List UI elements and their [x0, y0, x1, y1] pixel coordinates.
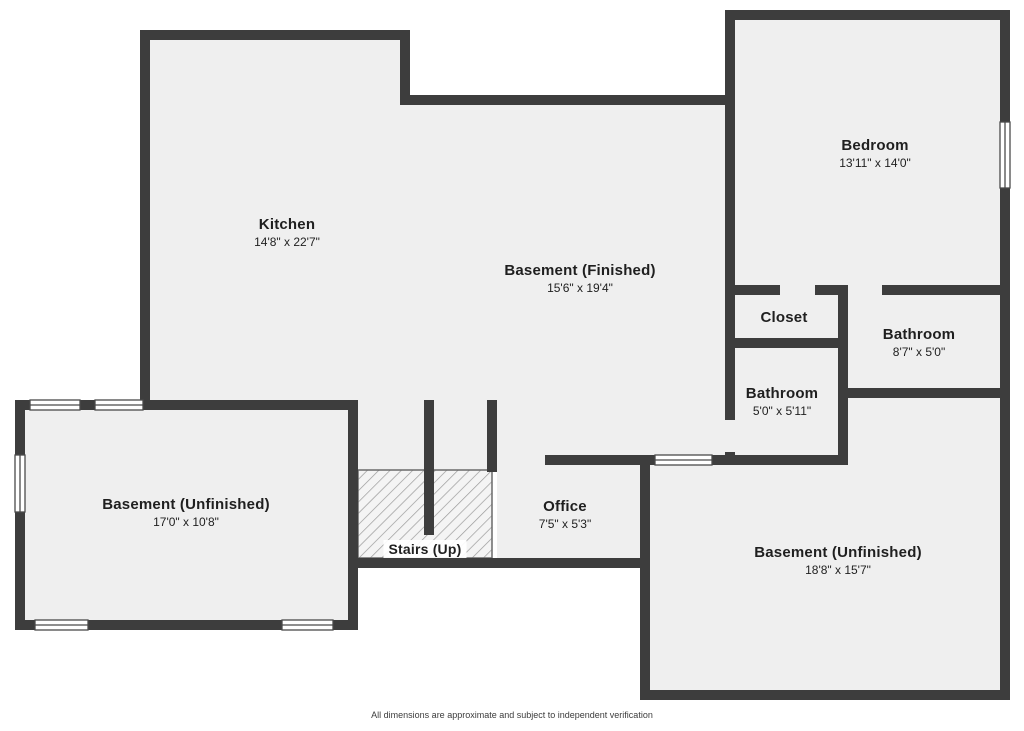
room-dims: 17'0" x 10'8" — [153, 515, 219, 529]
wall — [712, 455, 848, 465]
room-label-closet: Closet — [760, 309, 807, 326]
wall — [400, 95, 735, 105]
wall — [487, 400, 497, 472]
wall — [80, 400, 95, 410]
room-dims: 5'0" x 5'11" — [752, 404, 812, 418]
wall — [143, 400, 358, 410]
basement-finished-floor — [400, 100, 735, 470]
wall — [640, 690, 1010, 700]
room-name: Bathroom — [882, 326, 956, 343]
room-name: Basement (Finished) — [504, 262, 656, 279]
office-floor — [497, 460, 650, 558]
bedroom-floor — [725, 15, 1005, 295]
room-name: Stairs (Up) — [383, 540, 467, 558]
wall — [424, 400, 434, 535]
bathroom-lower-floor — [725, 343, 848, 465]
room-dims: 13'11" x 14'0" — [839, 156, 911, 170]
room-label-kitchen: Kitchen 14'8" x 22'7" — [254, 216, 320, 249]
room-dims: 7'5" x 5'3" — [538, 517, 592, 531]
wall — [545, 455, 655, 465]
bathroom-upper-floor — [843, 290, 1005, 398]
windows — [14, 121, 1011, 631]
wall — [88, 620, 282, 630]
basement-unfinished-right-floor-upper — [843, 393, 1005, 465]
wall — [882, 285, 1005, 295]
room-floors — [20, 15, 1005, 695]
stair-landing-floor — [358, 405, 410, 470]
room-label-bathroom-lower: Bathroom 5'0" x 5'11" — [746, 385, 818, 418]
room-label-basement-unfinished-left: Basement (Unfinished) 17'0" x 10'8" — [102, 496, 270, 529]
wall — [815, 285, 848, 295]
wall — [1000, 10, 1010, 122]
wall — [1000, 188, 1010, 700]
wall — [348, 400, 358, 630]
wall — [400, 30, 410, 105]
wall — [640, 455, 650, 700]
wall — [725, 338, 848, 348]
wall — [333, 620, 358, 630]
room-dims: 8'7" x 5'0" — [892, 345, 946, 359]
room-name: Kitchen — [258, 216, 316, 233]
wall — [15, 512, 25, 630]
room-dims: 18'8" x 15'7" — [805, 563, 871, 577]
room-label-basement-unfinished-right: Basement (Unfinished) 18'8" x 15'7" — [754, 544, 922, 577]
room-name: Bedroom — [841, 137, 909, 154]
kitchen-floor — [145, 35, 410, 410]
room-label-stairs: Stairs (Up) — [383, 540, 467, 558]
basement-unfinished-right-floor — [645, 460, 1005, 695]
wall — [725, 10, 735, 420]
room-name: Basement (Unfinished) — [754, 544, 922, 561]
room-dims: 15'6" x 19'4" — [547, 281, 613, 295]
room-label-office: Office 7'5" x 5'3" — [539, 498, 591, 531]
room-label-bedroom: Bedroom 13'11" x 14'0" — [839, 137, 911, 170]
wall — [140, 30, 150, 410]
wall — [725, 10, 1010, 20]
room-name: Office — [543, 498, 587, 515]
disclaimer-text: All dimensions are approximate and subje… — [371, 710, 653, 720]
wall — [725, 285, 780, 295]
wall — [838, 290, 848, 465]
room-label-basement-finished: Basement (Finished) 15'6" x 19'4" — [504, 262, 655, 295]
wall — [348, 558, 650, 568]
wall — [15, 620, 35, 630]
room-name: Closet — [760, 309, 808, 326]
room-dims: 14'8" x 22'7" — [254, 235, 320, 249]
walls — [15, 10, 1010, 700]
room-name: Bathroom — [745, 385, 819, 402]
room-name: Basement (Unfinished) — [102, 496, 270, 513]
wall — [140, 30, 410, 40]
wall — [15, 400, 25, 455]
wall — [838, 388, 1010, 398]
room-label-bathroom-upper: Bathroom 8'7" x 5'0" — [883, 326, 955, 359]
basement-unfinished-left-floor — [20, 405, 353, 625]
